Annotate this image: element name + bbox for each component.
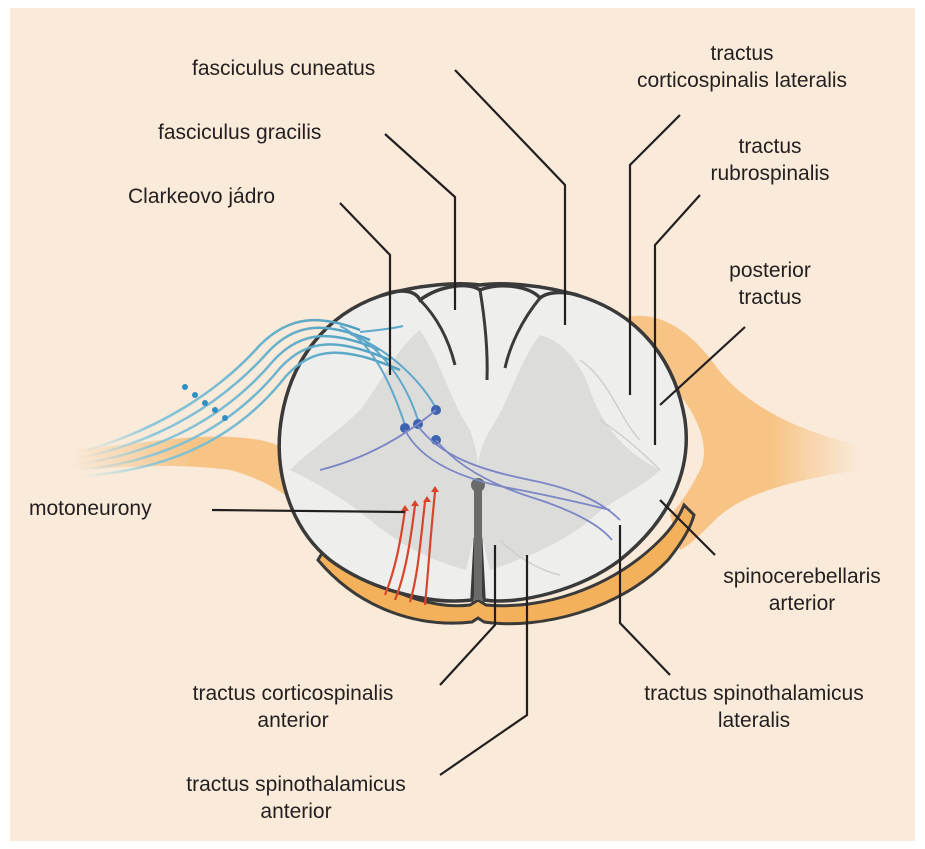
label-tractus-spinothalamicus-anterior: tractus spinothalamicus anterior xyxy=(138,771,454,825)
label-motoneurony: motoneurony xyxy=(29,495,152,522)
label-posterior-tractus: posterior tractus xyxy=(705,257,835,311)
label-spinocerebellaris-arterior: spinocerebellaris arterior xyxy=(702,563,902,617)
label-tractus-corticospinalis-lateralis: tractus corticospinalis lateralis xyxy=(592,40,892,94)
label-clarkeovo-jadro: Clarkeovo jádro xyxy=(128,183,275,210)
label-tractus-corticospinalis-anterior: tractus corticospinalis anterior xyxy=(150,680,436,734)
label-tractus-spinothalamicus-lateralis: tractus spinothalamicus lateralis xyxy=(596,680,912,734)
label-tractus-rubrospinalis: tractus rubrospinalis xyxy=(690,133,850,187)
label-fasciculus-cuneatus: fasciculus cuneatus xyxy=(192,55,375,82)
label-fasciculus-gracilis: fasciculus gracilis xyxy=(158,119,321,146)
anterior-median-fissure xyxy=(474,487,482,600)
